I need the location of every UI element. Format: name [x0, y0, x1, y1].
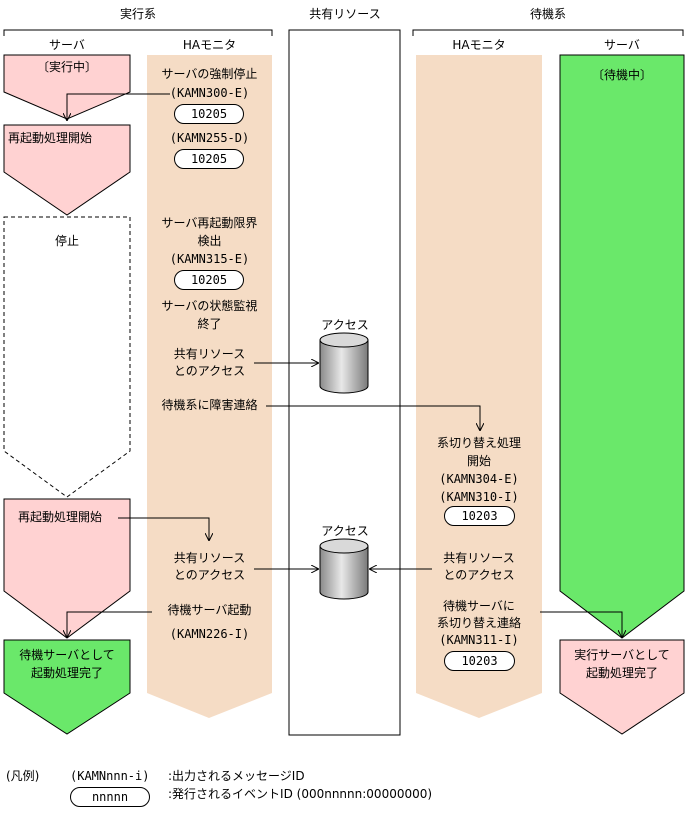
legend-title: (凡例)	[6, 769, 40, 783]
active-restart-label-2: 再起動処理開始	[18, 510, 103, 524]
standby-waiting-label: 〔待機中〕	[591, 68, 652, 82]
ha-access-1a: 共有リソース	[173, 347, 246, 361]
ha-force-stop: サーバの強制停止	[161, 67, 258, 81]
ha-notify-fault: 待機系に障害連絡	[161, 398, 258, 412]
legend-event-desc: :発行されるイベントID (000nnnnn:00000000)	[168, 787, 433, 801]
shared-access-label-1: アクセス	[321, 318, 369, 332]
col-active-ha: HAモニタ	[182, 38, 237, 52]
sb-notify-2: 系切り替え連絡	[436, 616, 521, 630]
ha-access-2a: 共有リソース	[173, 551, 246, 565]
col-standby-server: サーバ	[604, 38, 640, 52]
sb-access-b: とのアクセス	[443, 568, 515, 582]
standby-active-complete-shape	[559, 639, 685, 735]
ha-msg-255: (KAMN255-D)	[169, 131, 250, 145]
header-active-system: 実行系	[119, 7, 156, 21]
col-standby-ha: HAモニタ	[452, 38, 506, 52]
sb-msg-310: (KAMN310-I)	[439, 490, 519, 504]
sb-notify-1: 待機サーバに	[443, 599, 515, 613]
event-id-pill: 10205	[174, 149, 244, 169]
legend-event-pill: nnnnn	[70, 787, 150, 807]
event-id-pill: 10205	[174, 104, 244, 124]
storage-cylinder-2	[319, 538, 369, 600]
ha-msg-226: (KAMN226-I)	[169, 627, 250, 641]
legend-message-sample: (KAMNnnn-i)	[70, 769, 150, 783]
arrow-forcestop-to-server	[67, 93, 170, 120]
standby-waiting-shape	[559, 54, 685, 639]
standby-ha-band	[416, 55, 542, 718]
event-id-pill: 10203	[444, 506, 515, 526]
sb-msg-304: (KAMN304-E)	[439, 472, 519, 486]
header-standby-system: 待機系	[529, 7, 566, 21]
event-id-pill: 10205	[174, 270, 244, 290]
shared-access-label-2: アクセス	[321, 524, 369, 538]
active-restart-shape-2	[3, 498, 131, 639]
arrow-notify-standby	[266, 405, 480, 430]
active-stopped-shape	[3, 216, 131, 498]
arrow-switch-notify	[540, 611, 622, 637]
ha-standby-start: 待機サーバ起動	[167, 603, 252, 617]
ha-access-1b: とのアクセス	[173, 364, 246, 378]
event-id-pill: 10203	[444, 651, 515, 671]
active-standby-complete-1: 待機サーバとして	[19, 648, 115, 662]
active-restart-shape-1	[3, 124, 131, 216]
ha-restart-limit-2: 検出	[197, 234, 222, 248]
arrow-restart-to-ha	[118, 517, 209, 540]
active-ha-band	[147, 55, 272, 718]
active-running-shape	[3, 54, 131, 120]
standby-active-complete-2: 起動処理完了	[585, 666, 658, 680]
ha-access-2b: とのアクセス	[173, 568, 246, 582]
standby-system-bracket	[412, 29, 684, 36]
ha-msg-300: (KAMN300-E)	[169, 86, 250, 100]
active-restart-label-1: 再起動処理開始	[8, 131, 93, 145]
storage-cylinder-1	[319, 332, 369, 394]
ha-monitor-end-1: サーバの状態監視	[161, 299, 258, 313]
sb-msg-311: (KAMN311-I)	[439, 633, 519, 647]
ha-msg-315: (KAMN315-E)	[169, 252, 250, 266]
col-active-server: サーバ	[49, 38, 85, 52]
ha-restart-limit-1: サーバ再起動限界	[161, 216, 258, 230]
active-standby-complete-2: 起動処理完了	[30, 666, 103, 680]
sb-switch-2: 開始	[466, 454, 491, 468]
standby-active-complete-1: 実行サーバとして	[574, 648, 670, 662]
sb-access-a: 共有リソース	[443, 551, 515, 565]
active-stopped-label: 停止	[54, 234, 79, 248]
sb-switch-1: 系切り替え処理	[436, 436, 521, 450]
active-standby-complete-shape	[3, 639, 131, 735]
active-system-bracket	[3, 29, 273, 36]
header-shared-resource: 共有リソース	[309, 7, 381, 21]
arrow-standby-start	[67, 611, 152, 637]
legend-message-desc: :出力されるメッセージID	[168, 769, 305, 783]
ha-monitor-end-2: 終了	[197, 317, 222, 331]
active-running-label: 〔実行中〕	[36, 60, 97, 74]
